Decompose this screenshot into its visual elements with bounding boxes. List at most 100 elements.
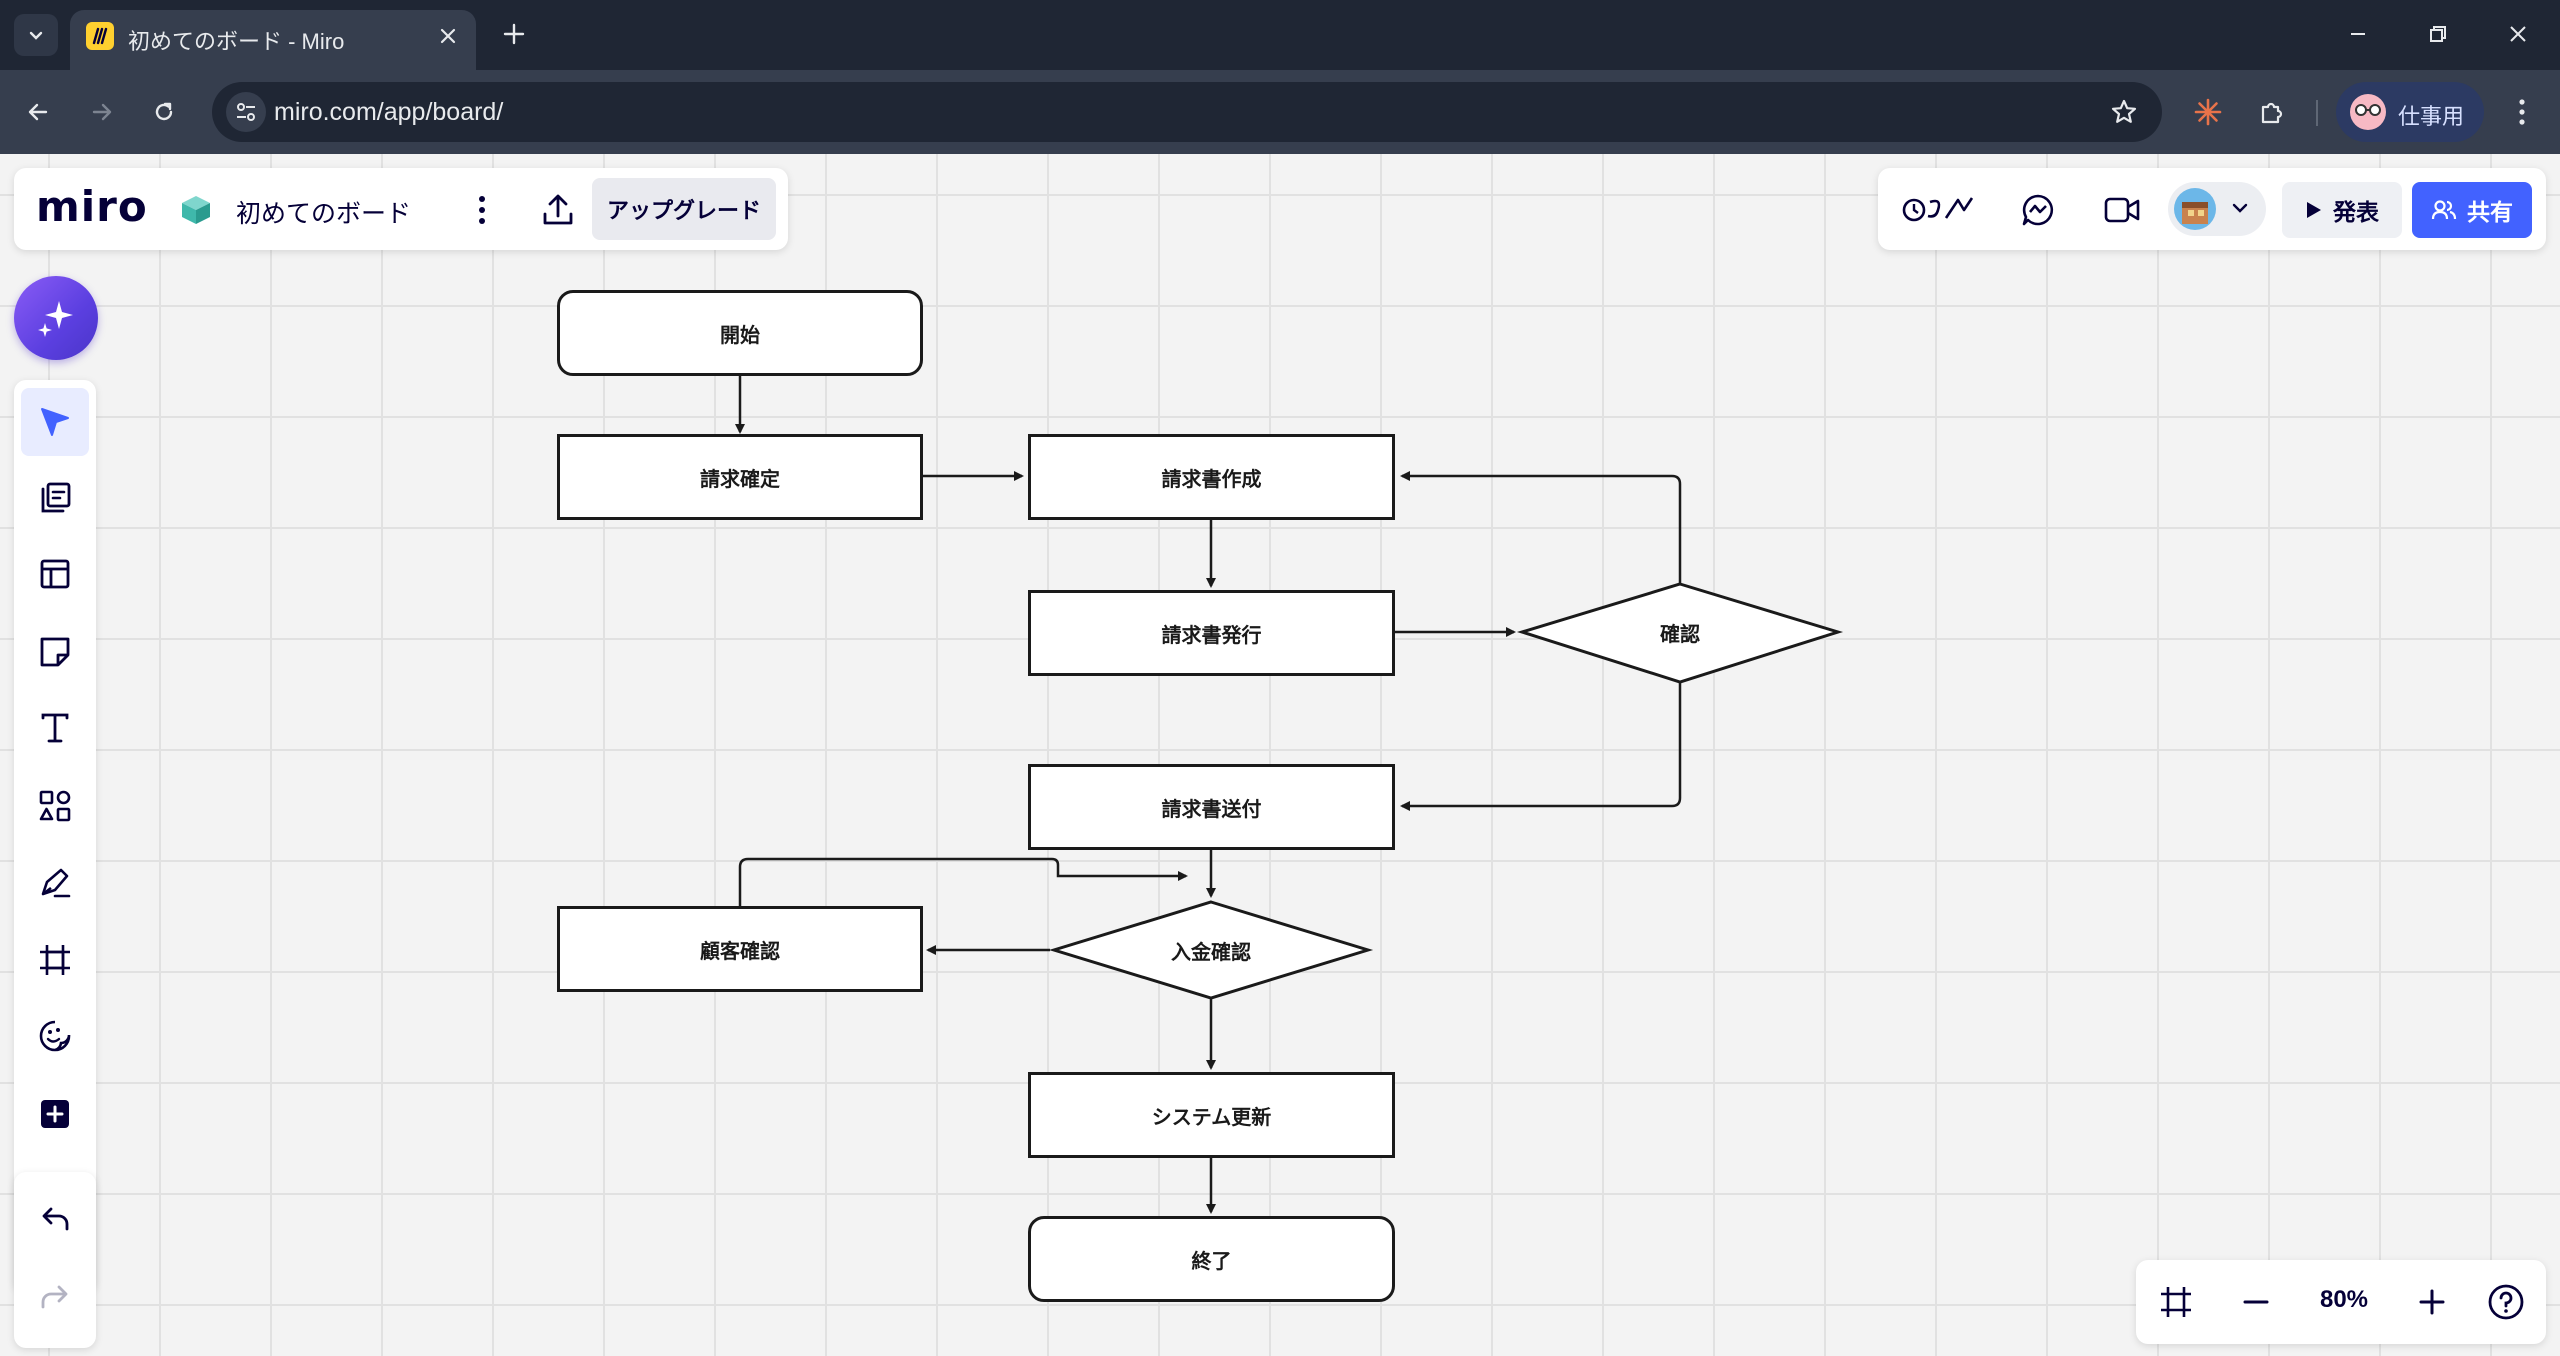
restore-icon[interactable] [2416,14,2460,54]
flow-node-confirm-invoice[interactable]: 請求確定 [557,434,923,520]
connector-customer-to-payment [738,857,1188,906]
zoom-in-button[interactable] [2406,1276,2458,1328]
minimize-icon[interactable] [2336,14,2380,54]
undo-icon [42,1207,69,1231]
video-call-icon[interactable] [2096,184,2148,236]
frame-tool[interactable] [21,926,89,994]
check-diamond [1516,582,1844,684]
upgrade-button[interactable]: アップグレード [592,178,776,240]
chevron-down-icon [29,31,43,40]
collaboration-panel: 発表 共有 [1878,168,2546,250]
comments-icon[interactable] [2012,184,2064,236]
stickers-tool[interactable] [21,1002,89,1070]
shapes-tool[interactable] [21,772,89,840]
export-upload-icon[interactable] [534,186,582,234]
fit-to-screen-button[interactable] [2150,1276,2202,1328]
flow-node-create-invoice[interactable]: 請求書作成 [1028,434,1395,520]
board-title[interactable]: 初めてのボード [236,200,412,228]
board-header-panel: miro 初めてのボード アップグレード [14,168,788,250]
plus-icon [2419,1289,2445,1315]
zoom-level[interactable]: 80% [2319,1286,2369,1313]
address-bar[interactable]: miro.com/app/board/ [212,82,2162,142]
new-tab-plus-icon[interactable] [496,16,532,52]
reactions-icon[interactable] [1900,184,1980,236]
help-icon [2488,1284,2524,1320]
flow-node-check[interactable]: 確認 [1660,621,1700,646]
sticky-note-icon [40,637,70,667]
play-icon [2307,202,2321,218]
undo-button[interactable] [21,1186,89,1254]
share-label: 共有 [2467,199,2513,225]
frame-layout-icon [40,559,70,589]
flow-node-system-update[interactable]: システム更新 [1028,1072,1395,1158]
chevron-down-icon [2232,203,2248,213]
payment-check-diamond [1048,900,1374,1000]
undo-redo-panel [14,1172,96,1348]
profile-label: 仕事用 [2398,104,2465,129]
tab-close-icon[interactable] [434,22,462,50]
profile-button[interactable]: 仕事用 [2336,82,2484,142]
redo-icon [41,1285,68,1309]
minus-icon [2243,1300,2269,1304]
bookmark-star-icon[interactable] [2106,94,2142,130]
forward-arrow-icon[interactable] [80,90,124,134]
templates-tool[interactable] [21,464,89,532]
help-button[interactable] [2480,1276,2532,1328]
redo-button[interactable] [21,1264,89,1332]
extensions-puzzle-icon[interactable] [2250,90,2294,134]
more-apps-tool[interactable] [21,1080,89,1148]
text-icon [41,713,69,743]
miro-favicon-icon [86,22,114,50]
board-canvas[interactable]: 開始 請求確定 請求書作成 請求書発行 確認 請求書送付 入金確認 顧客確認 シ… [0,154,2560,1356]
flow-node-issue-invoice[interactable]: 請求書発行 [1028,590,1395,676]
flow-node-customer-check[interactable]: 顧客確認 [557,906,923,992]
pen-icon [41,868,71,898]
zoom-panel: 80% [2136,1260,2546,1344]
select-tool[interactable] [21,388,89,456]
text-tool[interactable] [21,694,89,762]
reload-icon[interactable] [142,90,186,134]
url-text: miro.com/app/board/ [274,98,504,126]
tab-search-button[interactable] [14,14,58,56]
flowchart-connectors [735,376,1844,1214]
present-label: 発表 [2333,199,2379,225]
tab-title: 初めてのボード - Miro [128,29,345,54]
ai-sparkle-button[interactable] [14,276,98,360]
present-button[interactable]: 発表 [2282,182,2402,238]
site-settings-icon[interactable] [226,92,266,132]
select-icon [41,408,69,436]
browser-tab-bar: 初めてのボード - Miro [0,0,2560,70]
creation-toolbar [14,380,96,1292]
share-button[interactable]: 共有 [2412,182,2532,238]
users-icon [2431,200,2457,220]
connector-check-to-create [1400,471,1682,584]
pen-tool[interactable] [21,848,89,916]
profile-avatar [2350,94,2386,130]
browser-tab[interactable]: 初めてのボード - Miro [70,10,476,70]
stickers-icon [39,1020,71,1052]
board-menu-icon[interactable] [460,188,504,232]
connector-check-to-send [1400,682,1682,811]
sticky-note-tool[interactable] [21,618,89,686]
browser-toolbar: miro.com/app/board/ 仕事用 [0,70,2560,154]
collaborator-avatar [2174,188,2216,230]
back-arrow-icon[interactable] [16,90,60,134]
shapes-icon [39,790,71,822]
flow-node-send-invoice[interactable]: 請求書送付 [1028,764,1395,850]
collaborators-button[interactable] [2168,182,2266,236]
sparkle-icon [38,301,73,337]
more-apps-icon [41,1100,69,1128]
miro-logo[interactable]: miro [36,182,148,231]
close-window-icon[interactable] [2496,14,2540,54]
flow-node-start[interactable]: 開始 [557,290,923,376]
layout-tool[interactable] [21,540,89,608]
zoom-out-button[interactable] [2230,1276,2282,1328]
templates-icon [41,482,71,513]
flow-node-payment-check[interactable]: 入金確認 [1171,939,1251,964]
fit-frame-icon [2161,1287,2191,1317]
flow-node-end[interactable]: 終了 [1028,1216,1395,1302]
frame-icon [40,945,70,975]
extension-sparkle-icon[interactable] [2186,90,2230,134]
toolbar-separator [2316,100,2318,126]
browser-menu-icon[interactable] [2500,90,2544,134]
